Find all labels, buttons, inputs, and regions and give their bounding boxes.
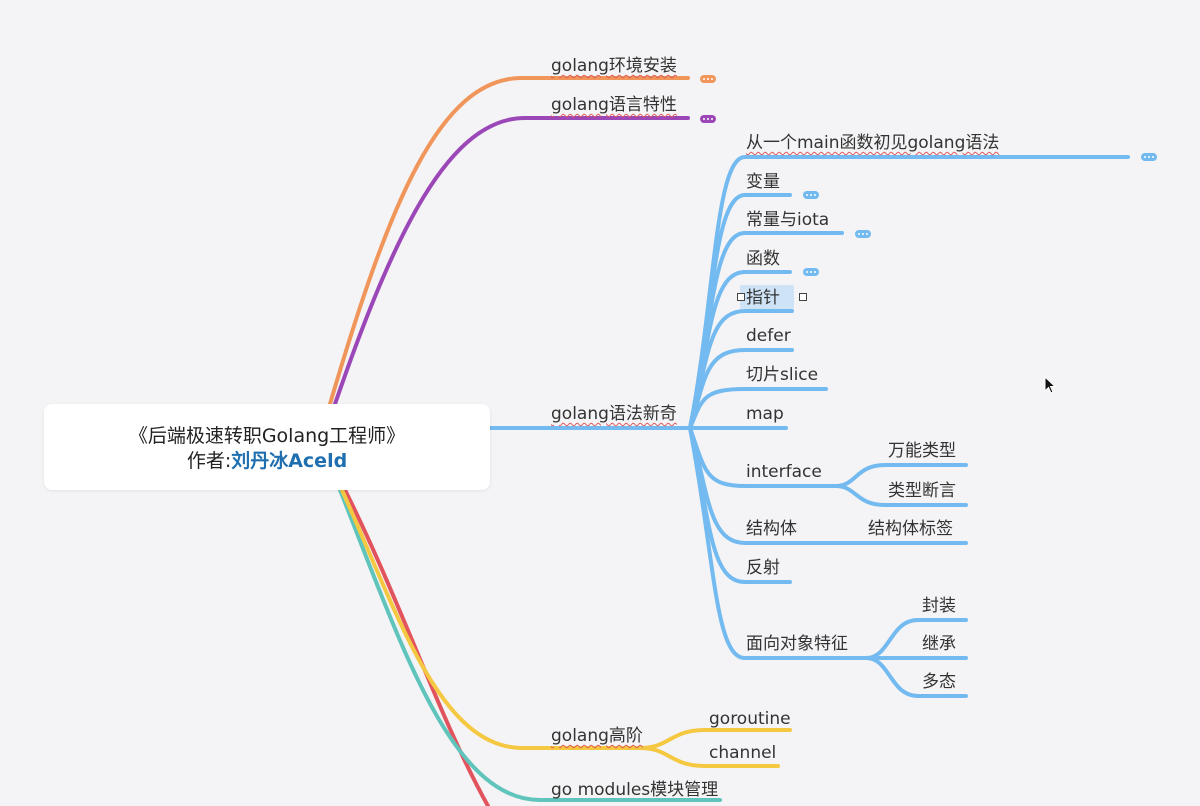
- edge-polymorphism: [864, 656, 968, 698]
- node-functions-label: 函数: [746, 249, 780, 269]
- edge-oop: [688, 426, 868, 660]
- node-install-label: golang环境安装: [551, 56, 677, 76]
- node-interface-label: interface: [746, 462, 822, 482]
- collapsed-indicator-variables[interactable]: [803, 191, 819, 199]
- node-reflection[interactable]: 反射: [746, 558, 780, 578]
- collapsed-indicator-functions[interactable]: [803, 268, 819, 276]
- node-variables[interactable]: 变量: [746, 172, 780, 192]
- collapsed-indicator-constants[interactable]: [855, 230, 871, 238]
- node-inheritance[interactable]: 继承: [922, 634, 956, 654]
- node-struct-tag[interactable]: 结构体标签: [868, 519, 953, 539]
- author-name: 刘丹冰Aceld: [231, 450, 348, 472]
- node-type-assertion[interactable]: 类型断言: [888, 481, 956, 501]
- selected-node-highlight: [740, 285, 794, 309]
- node-oop-label: 面向对象特征: [746, 634, 848, 654]
- node-encapsulation-label: 封装: [922, 596, 956, 616]
- node-constants[interactable]: 常量与iota: [746, 210, 829, 230]
- edge-channel: [638, 746, 780, 768]
- branch-line-features: [333, 116, 690, 406]
- node-modules[interactable]: go modules模块管理: [551, 780, 718, 800]
- node-features-label: golang语言特性: [551, 95, 677, 115]
- node-oop[interactable]: 面向对象特征: [746, 634, 848, 654]
- node-syntax[interactable]: golang语法新奇: [551, 404, 677, 424]
- edge-slice: [688, 387, 828, 430]
- node-map[interactable]: map: [746, 404, 784, 424]
- node-inheritance-label: 继承: [922, 634, 956, 654]
- node-reflection-label: 反射: [746, 558, 780, 578]
- node-advanced-label: golang高阶: [551, 726, 643, 746]
- collapsed-indicator-features[interactable]: [700, 115, 716, 123]
- node-features[interactable]: golang语言特性: [551, 95, 677, 115]
- node-pointers-label: 指针: [746, 288, 780, 308]
- node-advanced[interactable]: golang高阶: [551, 726, 643, 746]
- node-main-intro-label: 从一个main函数初见golang语法: [746, 133, 1000, 153]
- node-struct[interactable]: 结构体: [746, 519, 797, 539]
- node-polymorphism[interactable]: 多态: [922, 672, 956, 692]
- node-map-label: map: [746, 404, 784, 424]
- node-syntax-label: golang语法新奇: [551, 404, 677, 424]
- branch-line-advanced: [340, 488, 642, 750]
- node-main-intro[interactable]: 从一个main函数初见golang语法: [746, 133, 999, 153]
- node-modules-label: go modules模块管理: [551, 780, 719, 800]
- node-struct-tag-label: 结构体标签: [868, 519, 953, 539]
- collapsed-indicator-main-intro[interactable]: [1141, 153, 1157, 161]
- node-variables-label: 变量: [746, 172, 780, 192]
- node-struct-label: 结构体: [746, 519, 797, 539]
- node-channel[interactable]: channel: [709, 743, 776, 763]
- node-functions[interactable]: 函数: [746, 249, 780, 269]
- node-slice-label: 切片slice: [746, 365, 819, 385]
- node-channel-label: channel: [709, 743, 777, 763]
- collapsed-indicator-install[interactable]: [700, 75, 716, 83]
- root-title: 《后端极速转职Golang工程师》: [128, 425, 406, 447]
- node-constants-label: 常量与iota: [746, 210, 830, 230]
- node-empty-interface-label: 万能类型: [888, 441, 956, 461]
- root-author: 作者:刘丹冰Aceld: [44, 448, 490, 474]
- node-encapsulation[interactable]: 封装: [922, 596, 956, 616]
- node-type-assertion-label: 类型断言: [888, 481, 956, 501]
- selection-handle-left[interactable]: [737, 293, 745, 301]
- author-prefix: 作者:: [186, 450, 232, 472]
- node-pointers[interactable]: 指针: [746, 288, 780, 308]
- branch-line-modules: [338, 488, 722, 802]
- mouse-cursor-icon: [1044, 376, 1057, 394]
- root-node[interactable]: 《后端极速转职Golang工程师》 作者:刘丹冰Aceld: [44, 404, 490, 490]
- node-goroutine-label: goroutine: [709, 709, 791, 729]
- node-defer[interactable]: defer: [746, 326, 791, 346]
- branch-line-install: [328, 76, 690, 406]
- node-interface[interactable]: interface: [746, 462, 822, 482]
- node-polymorphism-label: 多态: [922, 672, 956, 692]
- node-empty-interface[interactable]: 万能类型: [888, 441, 956, 461]
- node-slice[interactable]: 切片slice: [746, 365, 818, 385]
- node-install[interactable]: golang环境安装: [551, 56, 677, 76]
- node-defer-label: defer: [746, 326, 791, 346]
- node-goroutine[interactable]: goroutine: [709, 709, 791, 729]
- edge-type-assertion: [834, 484, 968, 507]
- selection-handle-right[interactable]: [799, 293, 807, 301]
